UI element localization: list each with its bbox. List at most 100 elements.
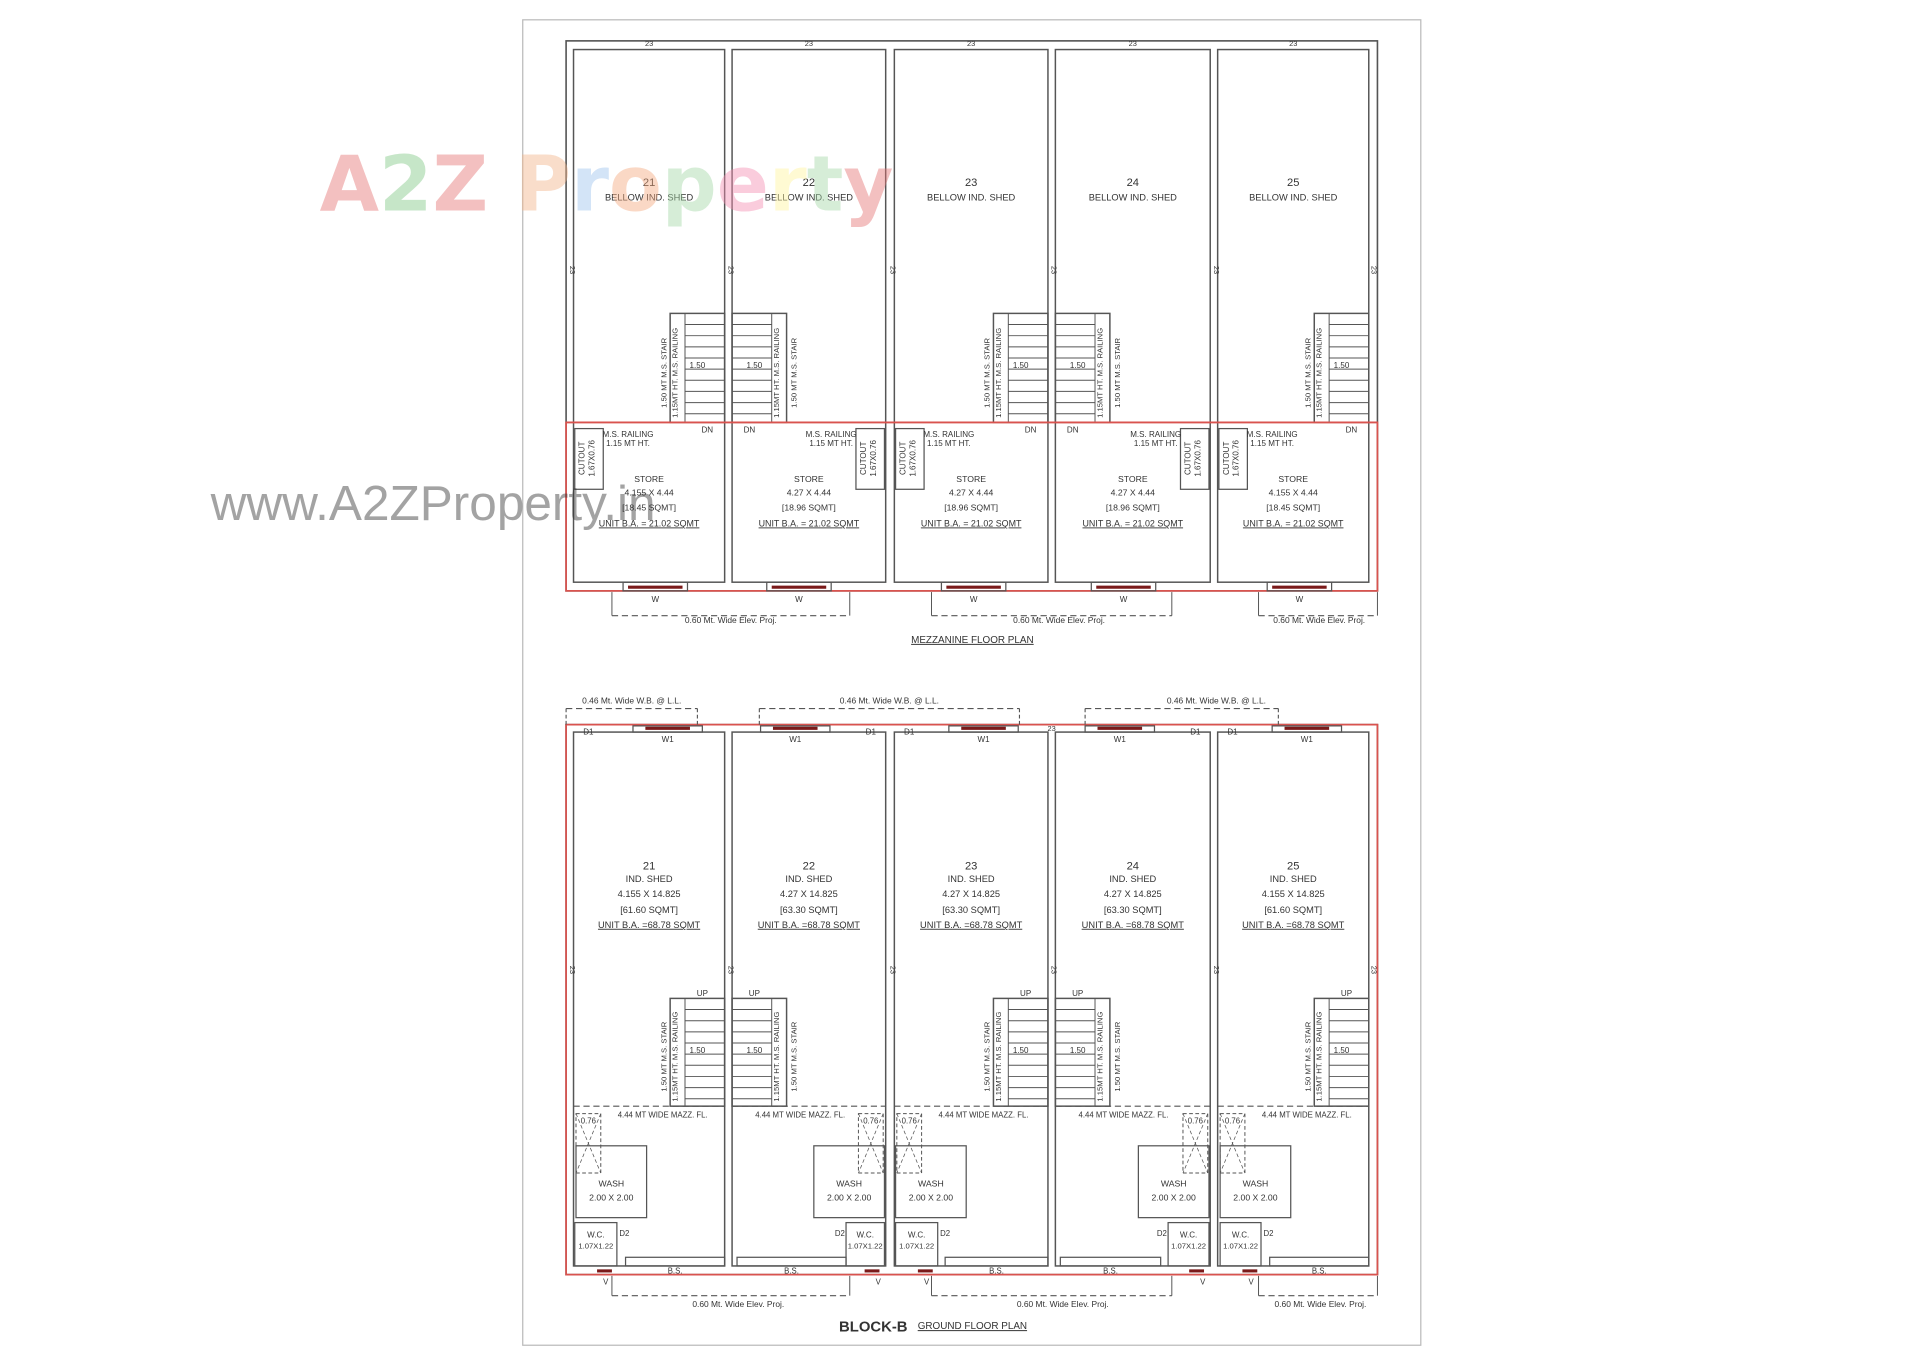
cutout-label: CUTOUT: [859, 442, 868, 475]
ventilator-label: V: [1200, 1278, 1206, 1287]
railing-height-label: 1.15 MT HT.: [606, 439, 650, 448]
window: [1266, 581, 1333, 592]
store-dims: 4.27 X 4.44: [787, 487, 831, 497]
grid-label: 23: [1369, 966, 1378, 974]
railing-label: M.S. RAILING: [1247, 430, 1298, 439]
dn-label: DN: [1346, 425, 1358, 434]
window-label: W: [1120, 595, 1128, 604]
watermark-letter: 2: [379, 141, 432, 230]
store-label: STORE: [1278, 474, 1308, 484]
wash-room: [575, 1145, 648, 1219]
bench-slab: [1269, 1256, 1370, 1267]
unit-label: BELLOW IND. SHED: [1249, 193, 1337, 203]
wc-dims: 1.07X1.22: [1223, 1242, 1258, 1251]
stair-label: 1.50 MT M.S. STAIR: [1113, 1021, 1122, 1091]
elevation-projection-label: 0.60 Mt. Wide Elev. Proj.: [1273, 615, 1365, 625]
wash-basin-label: 0.46 Mt. Wide W.B. @ L.L.: [582, 696, 681, 706]
wash-label: WASH: [836, 1179, 862, 1189]
unit-built-area: UNIT B.A. =68.78 SQMT: [758, 920, 861, 930]
stair-label: 1.50 MT M.S. STAIR: [983, 1021, 992, 1091]
door-label: D1: [1227, 728, 1238, 737]
stair: [731, 997, 788, 1107]
unit-dims: 4.27 X 14.825: [1104, 889, 1162, 899]
window: [1084, 725, 1156, 733]
window: [1271, 725, 1343, 733]
railing-label: 1.15MT HT. M.S. RAILING: [1095, 1012, 1104, 1102]
stair-label: 1.50 MT M.S. STAIR: [1304, 337, 1313, 407]
wc-room: [845, 1221, 886, 1267]
unit-dims: 4.27 X 14.825: [780, 889, 838, 899]
unit-dims: 4.155 X 14.825: [1262, 889, 1325, 899]
elevation-projection-label: 0.60 Mt. Wide Elev. Proj.: [1275, 1299, 1367, 1309]
window: [940, 581, 1007, 592]
window-label: W: [651, 595, 659, 604]
door-label: D2: [1157, 1229, 1167, 1238]
wash-label: WASH: [598, 1179, 624, 1189]
wash-label: WASH: [1161, 1179, 1187, 1189]
grid-label: 23: [645, 39, 653, 48]
mezzanine-floor-label: 4.44 MT WIDE MAZZ. FL.: [618, 1110, 708, 1119]
store-label: STORE: [1118, 474, 1148, 484]
unit-built-area: UNIT B.A. = 21.02 SQMT: [921, 518, 1022, 528]
wc-label: W.C.: [587, 1230, 604, 1239]
cutout-opening: [1182, 1113, 1209, 1174]
unit-built-area: UNIT B.A. =68.78 SQMT: [1082, 920, 1185, 930]
ventilator-label: V: [924, 1278, 930, 1287]
cutout-dims: 1.67X0.76: [1232, 439, 1241, 476]
cutout-opening: [896, 1113, 923, 1174]
unit-built-area: UNIT B.A. = 21.02 SQMT: [759, 518, 860, 528]
ventilator-label: V: [876, 1278, 882, 1287]
block-title: BLOCK-B: [839, 1320, 908, 1336]
cutout: [1179, 427, 1210, 490]
mezzanine-floor-label: 4.44 MT WIDE MAZZ. FL.: [1079, 1110, 1169, 1119]
unit-number: 23: [965, 177, 977, 189]
stair-width-label: 1.50: [1070, 1046, 1086, 1055]
door-label: D1: [904, 728, 915, 737]
unit-area: [63.30 SQMT]: [1104, 905, 1162, 915]
cutout-label: CUTOUT: [578, 442, 587, 475]
cutout-label: CUTOUT: [1222, 442, 1231, 475]
dn-label: DN: [701, 425, 713, 434]
grid-label: 23: [1048, 724, 1056, 733]
mezzanine-floor-label: 4.44 MT WIDE MAZZ. FL.: [939, 1110, 1029, 1119]
railing-height-label: 1.15 MT HT.: [927, 439, 971, 448]
wash-dims: 2.00 X 2.00: [1233, 1192, 1277, 1202]
unit-built-area: UNIT B.A. =68.78 SQMT: [920, 920, 1023, 930]
store-label: STORE: [634, 474, 664, 484]
stair-label: 1.50 MT M.S. STAIR: [659, 337, 668, 407]
wash-room: [813, 1145, 886, 1219]
wc-label: W.C.: [908, 1230, 925, 1239]
ventilator-label: V: [1248, 1278, 1254, 1287]
door-label: D2: [835, 1229, 845, 1238]
cutout-cross: [858, 1113, 884, 1174]
door-label: D2: [619, 1229, 629, 1238]
store-dims: 4.155 X 4.44: [1269, 487, 1318, 497]
stair-width-label: 1.50: [747, 1046, 763, 1055]
window-label: W1: [1114, 735, 1127, 744]
unit-dims: 4.155 X 14.825: [618, 889, 681, 899]
wash-basin-label: 0.46 Mt. Wide W.B. @ L.L.: [840, 696, 939, 706]
wc-dims: 1.07X1.22: [578, 1242, 613, 1251]
wc-label: W.C.: [1232, 1230, 1249, 1239]
window-label: W1: [789, 735, 802, 744]
cutout-label: CUTOUT: [898, 442, 907, 475]
stair-width-label: 1.50: [1334, 1046, 1350, 1055]
watermark-letter: e: [717, 141, 769, 230]
grid-label: 23: [1212, 266, 1221, 274]
bench-slab-label: B.S.: [784, 1266, 799, 1275]
door-label: D2: [940, 1229, 950, 1238]
unit-built-area: UNIT B.A. = 21.02 SQMT: [1243, 518, 1344, 528]
railing-label: 1.15MT HT. M.S. RAILING: [671, 328, 680, 418]
window-label: W: [970, 595, 978, 604]
wash-dims: 2.00 X 2.00: [589, 1192, 633, 1202]
unit-built-area: UNIT B.A. =68.78 SQMT: [1242, 920, 1345, 930]
cutout-dims: 1.67X0.76: [588, 439, 597, 476]
unit-label: BELLOW IND. SHED: [765, 193, 853, 203]
grid-label: 23: [568, 966, 577, 974]
unit-built-area: UNIT B.A. = 21.02 SQMT: [1083, 518, 1184, 528]
stair-label: 1.50 MT M.S. STAIR: [1113, 337, 1122, 407]
window-label: W: [795, 595, 803, 604]
railing-height-label: 1.15 MT HT.: [1250, 439, 1294, 448]
cutout-dims: 1.67X0.76: [869, 439, 878, 476]
cutout-opening: [1219, 1113, 1246, 1174]
